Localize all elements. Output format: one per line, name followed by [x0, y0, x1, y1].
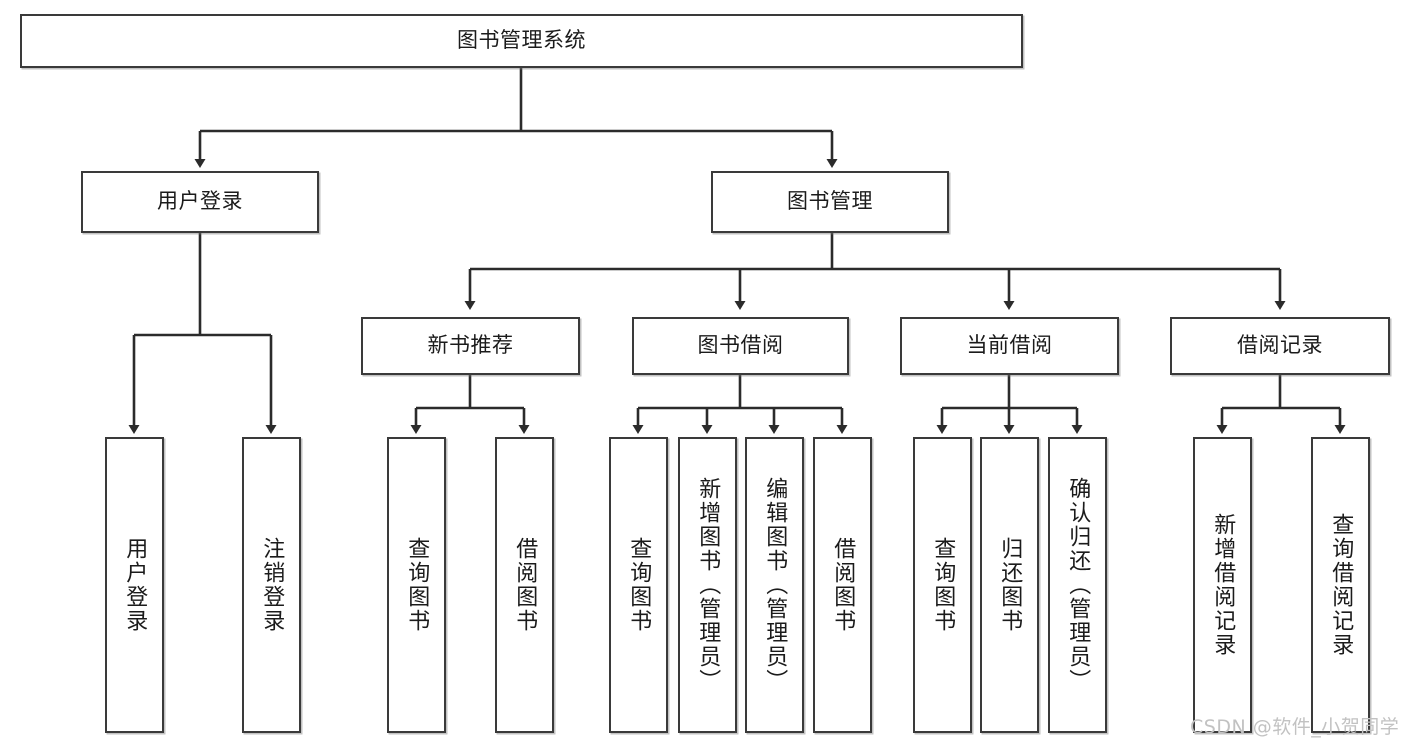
- node-label: 新增借阅记录: [1210, 513, 1236, 657]
- node-new-book-recommend[interactable]: 新书推荐: [361, 317, 580, 375]
- node-label: 编辑图书（管理员）: [762, 477, 788, 693]
- node-label: 借阅记录: [1237, 333, 1323, 358]
- node-label: 新增图书（管理员）: [695, 477, 721, 693]
- node-label: 图书借阅: [697, 333, 784, 358]
- node-label: 确认归还（管理员）: [1065, 477, 1091, 693]
- leaf-borrow-book[interactable]: 借阅图书: [813, 437, 872, 733]
- leaf-confirm-return-admin[interactable]: 确认归还（管理员）: [1048, 437, 1107, 733]
- node-label: 借阅图书: [830, 537, 856, 633]
- node-label: 图书管理: [787, 189, 873, 214]
- node-label: 注销登录: [259, 537, 285, 633]
- node-label: 查询图书: [626, 537, 652, 633]
- node-label: 查询借阅记录: [1328, 513, 1354, 657]
- node-borrow-record[interactable]: 借阅记录: [1170, 317, 1390, 375]
- leaf-borrow-book-recommend[interactable]: 借阅图书: [495, 437, 554, 733]
- leaf-add-book-admin[interactable]: 新增图书（管理员）: [678, 437, 737, 733]
- node-book-management[interactable]: 图书管理: [711, 171, 949, 233]
- leaf-user-login[interactable]: 用户登录: [105, 437, 164, 733]
- node-label: 查询图书: [930, 537, 956, 633]
- leaf-add-borrow-record[interactable]: 新增借阅记录: [1193, 437, 1252, 733]
- node-label: 当前借阅: [966, 333, 1053, 358]
- node-current-borrow[interactable]: 当前借阅: [900, 317, 1119, 375]
- leaf-query-book-recommend[interactable]: 查询图书: [387, 437, 446, 733]
- leaf-query-borrow-record[interactable]: 查询借阅记录: [1311, 437, 1370, 733]
- node-label: 用户登录: [157, 189, 243, 214]
- node-label: 用户登录: [122, 537, 148, 633]
- leaf-return-book[interactable]: 归还图书: [980, 437, 1039, 733]
- node-label: 图书管理系统: [457, 28, 586, 53]
- node-label: 借阅图书: [512, 537, 538, 633]
- node-label: 查询图书: [404, 537, 430, 633]
- node-label: 新书推荐: [427, 333, 514, 358]
- csdn-watermark: CSDN @软件_小贺同学: [1190, 716, 1400, 738]
- leaf-query-book-current[interactable]: 查询图书: [913, 437, 972, 733]
- leaf-query-book-borrow[interactable]: 查询图书: [609, 437, 668, 733]
- node-label: 归还图书: [997, 537, 1023, 633]
- leaf-user-logout[interactable]: 注销登录: [242, 437, 301, 733]
- node-book-borrow[interactable]: 图书借阅: [632, 317, 849, 375]
- leaf-edit-book-admin[interactable]: 编辑图书（管理员）: [745, 437, 804, 733]
- node-user-login[interactable]: 用户登录: [81, 171, 319, 233]
- node-root-book-management-system[interactable]: 图书管理系统: [20, 14, 1023, 68]
